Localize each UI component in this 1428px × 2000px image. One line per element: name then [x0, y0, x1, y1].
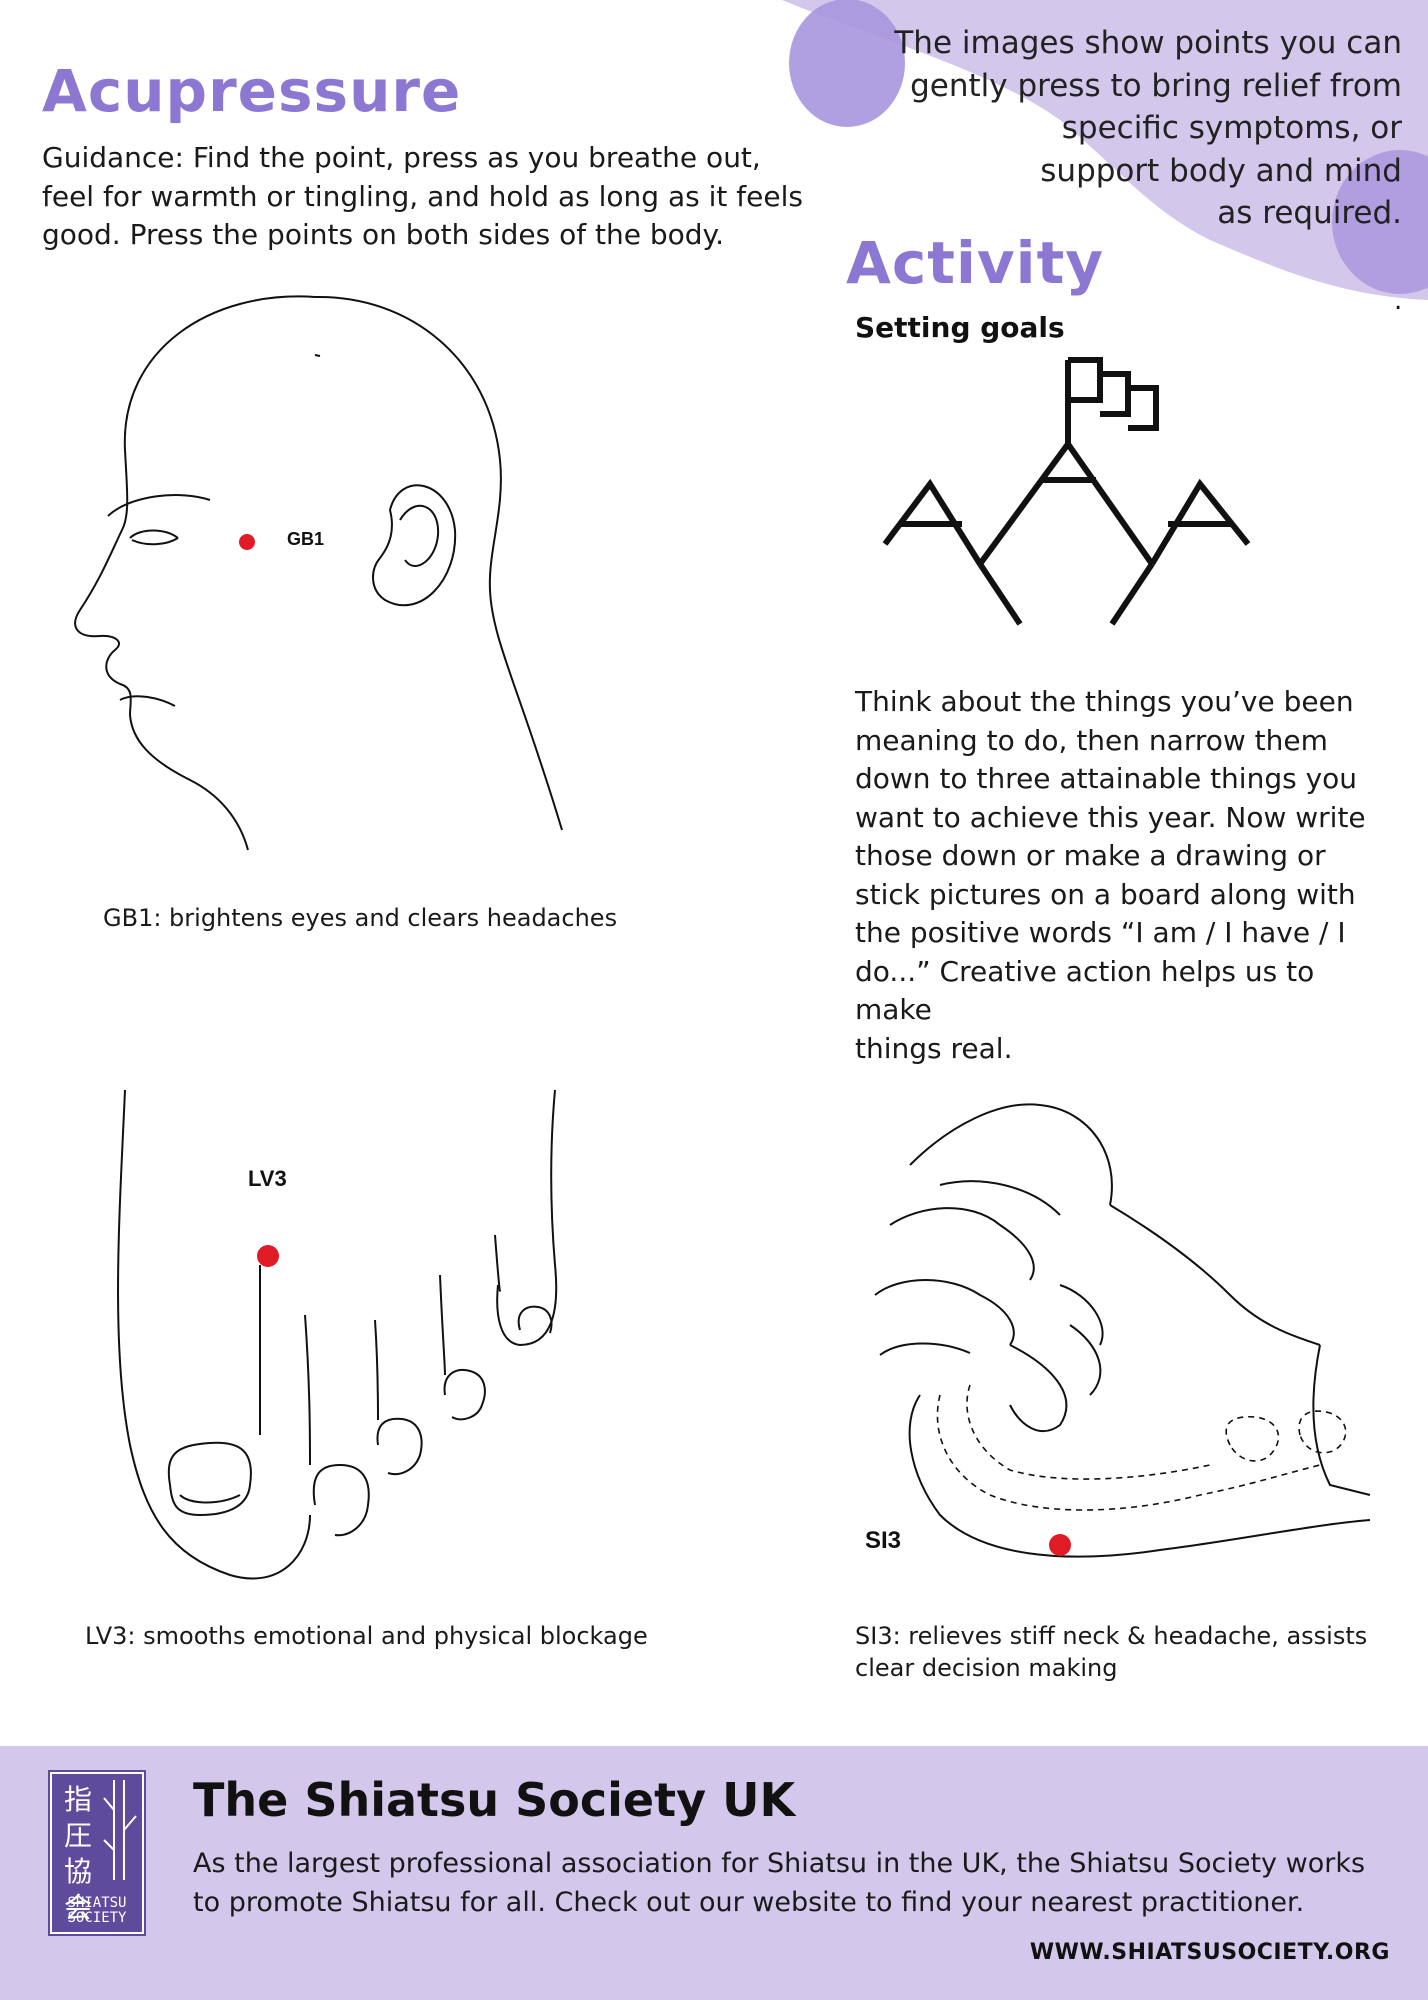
bamboo-icon [103, 1780, 137, 1880]
activity-line: do...” Creative action helps us to make [855, 954, 1315, 1027]
website-link[interactable]: WWW.SHIATSUSOCIETY.ORG [1029, 1940, 1390, 1965]
footer-title: The Shiatsu Society UK [193, 1773, 796, 1827]
decorative-blob [782, 0, 1428, 300]
logo-char: 協 [63, 1855, 92, 1888]
activity-line: meaning to do, then narrow them [855, 723, 1328, 757]
activity-line: those down or make a drawing or [855, 839, 1326, 872]
activity-line: Think about the things you’ve been [855, 685, 1354, 718]
guidance-line: feel for warmth or tingling, and hold as… [42, 179, 803, 213]
si3-point [1049, 1534, 1071, 1556]
activity-line: things real. [855, 1031, 1013, 1065]
lv3-label: LV3 [248, 1166, 287, 1191]
activity-line: want to achieve this year. Now write [855, 800, 1366, 834]
guidance-line: good. Press the points on both sides of … [42, 218, 725, 251]
logo-word: SHIATSU [67, 1895, 127, 1911]
shiatsu-society-logo: 指 圧 協 会 SHIATSU SOCIETY [48, 1770, 146, 1936]
si3-label: SI3 [865, 1527, 902, 1554]
acupressure-title: Acupressure [42, 57, 462, 125]
activity-line: the positive words “I am / I have / I [855, 916, 1346, 949]
logo-char: 指 [63, 1783, 92, 1816]
activity-subtitle: Setting goals [855, 311, 1065, 344]
intro-line: The images show points you can [894, 25, 1402, 61]
mountains-with-flags-icon [882, 357, 1251, 626]
logo-cjk-text: 指 圧 協 会 [58, 1782, 98, 1926]
si3-caption: SI3: relieves stiff neck & headache, ass… [855, 1620, 1367, 1684]
intro-line: gently press to bring relief from [910, 67, 1402, 104]
hand-illustration [874, 1103, 1371, 1558]
gb1-caption: GB1: brightens eyes and clears headaches [103, 904, 618, 932]
footer-description-line: As the largest professional association … [193, 1848, 1366, 1879]
lv3-caption: LV3: smooths emotional and physical bloc… [85, 1622, 648, 1650]
si3-caption-line: SI3: relieves stiff neck & headache, ass… [855, 1622, 1368, 1650]
gb1-label: GB1 [287, 529, 325, 549]
logo-wordmark: SHIATSU SOCIETY [52, 1896, 142, 1926]
footer: 指 圧 協 会 SHIATSU SOCIETY The Shiatsu Soci… [0, 1746, 1428, 2000]
footer-description: As the largest professional association … [193, 1844, 1365, 1922]
footer-description-line: to promote Shiatsu for all. Check out ou… [193, 1887, 1305, 1918]
activity-title: Activity [846, 229, 1105, 297]
gb1-point [239, 534, 255, 550]
intro-line: support body and mind [1040, 152, 1402, 189]
stray-dot: . [1394, 286, 1403, 316]
intro-text: The images show points you can gently pr… [842, 22, 1402, 235]
activity-line: down to three attainable things you [855, 762, 1358, 795]
activity-paragraph: Think about the things you’ve been meani… [855, 683, 1395, 1068]
logo-char: 会 [63, 1891, 92, 1924]
intro-line: specific symptoms, or [1061, 110, 1402, 146]
logo-char: 圧 [63, 1819, 92, 1852]
guidance-line: Guidance: Find the point, press as you b… [42, 141, 761, 174]
intro-line: as required. [1217, 195, 1402, 231]
si3-caption-line: clear decision making [855, 1654, 1118, 1682]
foot-illustration [117, 1089, 558, 1580]
activity-line: stick pictures on a board along with [855, 877, 1356, 911]
head-illustration [74, 295, 563, 851]
lv3-point [257, 1245, 279, 1267]
logo-word: SOCIETY [67, 1910, 127, 1926]
guidance-text: Guidance: Find the point, press as you b… [42, 139, 842, 255]
